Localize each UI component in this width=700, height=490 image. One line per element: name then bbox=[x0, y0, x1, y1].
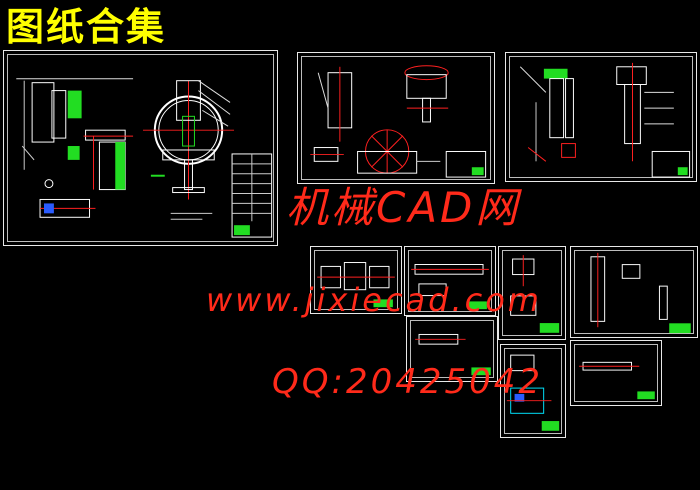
watermark-qq: QQ:20425042 bbox=[272, 362, 544, 402]
drawing-sheet-8[interactable] bbox=[406, 316, 498, 382]
part-drawing-graphic bbox=[317, 262, 395, 308]
drawing-sheet-10[interactable] bbox=[570, 340, 662, 406]
assembly-drawing-graphic bbox=[16, 78, 273, 238]
drawing-sheet-2[interactable] bbox=[297, 52, 495, 184]
part-drawing-graphic bbox=[510, 255, 560, 333]
part-drawing-graphic bbox=[310, 65, 487, 178]
drawing-sheet-5[interactable] bbox=[404, 246, 496, 316]
part-drawing-graphic bbox=[506, 354, 560, 431]
drawing-sheet-assembly[interactable] bbox=[3, 50, 278, 246]
drawing-sheet-9[interactable] bbox=[500, 344, 566, 438]
drawing-sheet-7[interactable] bbox=[570, 246, 698, 338]
watermark-url: www.jixiecad.com bbox=[206, 281, 542, 319]
part-drawing-graphic bbox=[415, 333, 491, 376]
drawing-sheet-6[interactable] bbox=[498, 246, 566, 340]
part-drawing-graphic bbox=[519, 62, 691, 178]
watermark-site-name: 机械CAD网 bbox=[286, 183, 521, 232]
drawing-sheet-3[interactable] bbox=[505, 52, 697, 182]
page-title: 图纸合集 bbox=[6, 5, 167, 49]
drawing-sheet-4[interactable] bbox=[310, 246, 402, 314]
part-drawing-graphic bbox=[411, 264, 489, 310]
part-drawing-graphic bbox=[579, 361, 655, 400]
part-drawing-graphic bbox=[590, 252, 691, 334]
